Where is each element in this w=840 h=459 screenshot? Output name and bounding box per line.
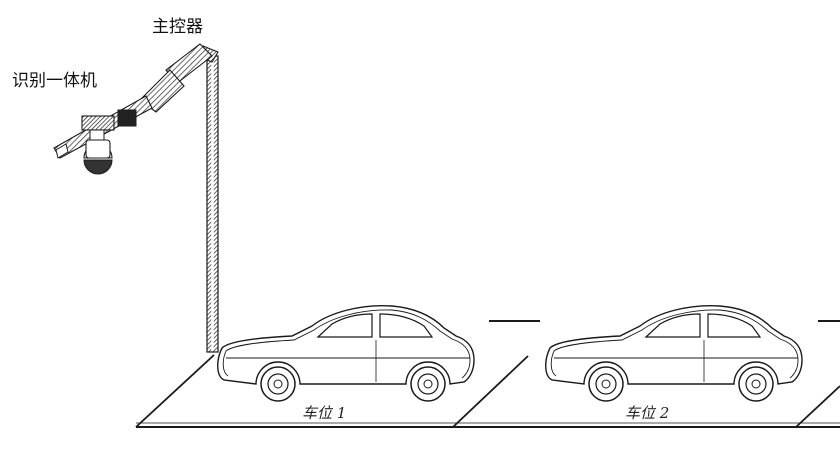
car-slot-2 [544,304,803,402]
car-slot-1 [216,304,475,402]
recognition-unit-label: 识别一体机 [12,71,97,91]
parking-ground [135,320,840,428]
controller-pole [206,55,219,353]
slot-1-label: 车位 1 [302,404,346,422]
main-controller [53,43,219,159]
recognition-camera [81,115,115,175]
slot-2-label: 车位 2 [625,404,669,422]
main-controller-label: 主控器 [152,17,203,37]
